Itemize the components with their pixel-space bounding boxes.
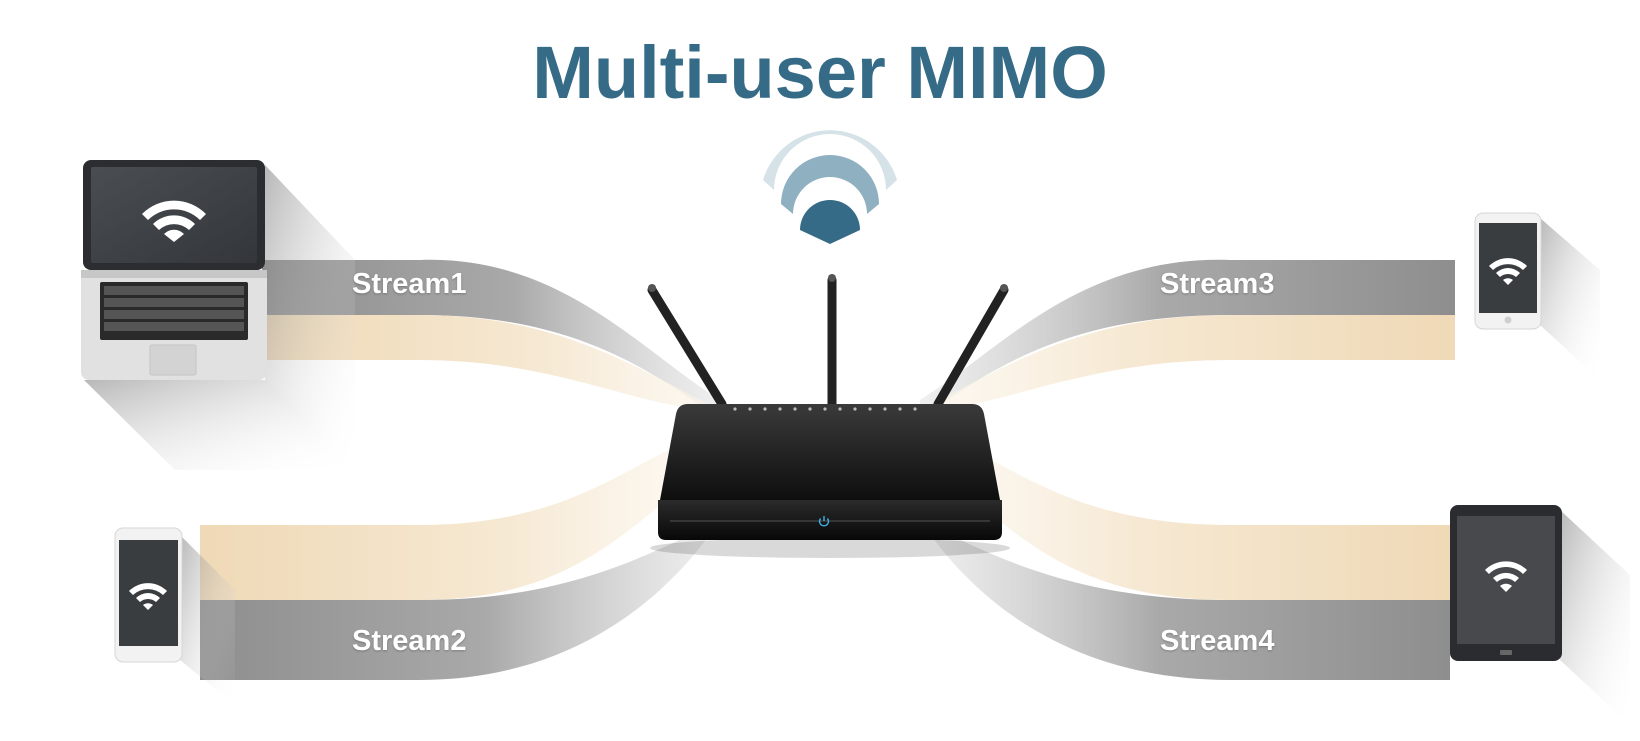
stream3-beige-band — [920, 315, 1455, 410]
stream4-band — [920, 520, 1450, 680]
router-icon — [647, 274, 1010, 558]
laptop-wifi-icon — [142, 200, 206, 242]
stream1-band — [262, 259, 720, 420]
power-icon — [818, 516, 830, 527]
diagram-title: Multi-user MIMO — [532, 31, 1108, 114]
stream2-band — [200, 520, 720, 680]
stream3-label: Stream3 — [1160, 268, 1275, 300]
tablet-icon — [1450, 505, 1630, 725]
stream-bands — [200, 259, 1455, 680]
stream2-label: Stream2 — [352, 625, 467, 657]
smartphone-icon — [1474, 212, 1600, 380]
stream3-band — [920, 259, 1455, 420]
stream2-beige-band — [200, 445, 700, 600]
wifi-signal-icon — [763, 130, 897, 244]
stream1-beige-band — [262, 315, 720, 410]
stream4-label: Stream4 — [1160, 625, 1275, 657]
smartphone-icon — [114, 527, 235, 705]
stream1-label: Stream1 — [352, 268, 467, 300]
laptop-icon — [81, 160, 355, 470]
stream4-beige-band — [940, 445, 1450, 600]
